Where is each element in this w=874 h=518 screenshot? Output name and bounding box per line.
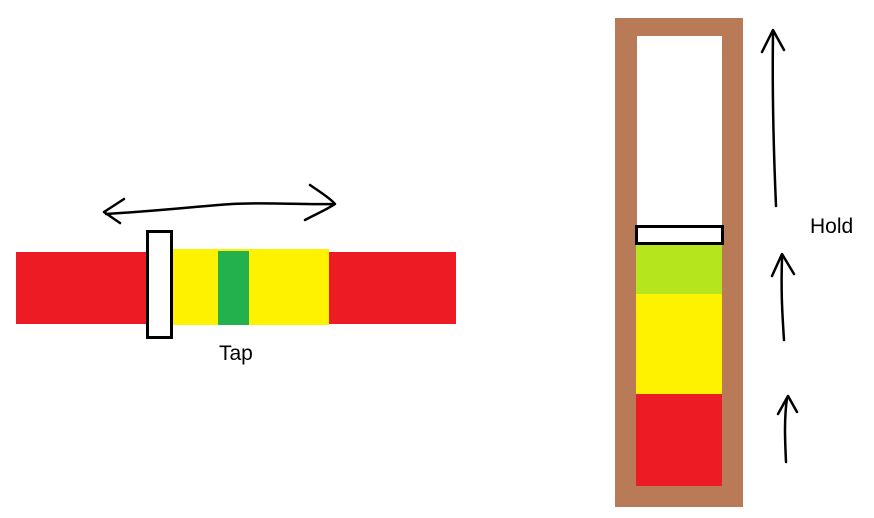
up-arrow-icon [770, 252, 796, 342]
double-arrow-icon [102, 183, 337, 225]
hold-meter-level-marker [635, 225, 724, 245]
hold-label: Hold [810, 215, 854, 238]
tap-meter-green-zone [218, 251, 249, 325]
up-arrow-icon [776, 394, 799, 464]
tap-meter [16, 230, 456, 339]
hold-meter-lime-zone [636, 244, 722, 294]
tap-meter-slider-marker [146, 230, 173, 339]
hold-meter-empty-zone [637, 36, 722, 226]
tap-label: Tap [219, 342, 253, 365]
hold-meter [615, 18, 743, 507]
tap-meter-yellow-zone [170, 249, 329, 325]
hold-meter-yellow-zone [636, 294, 722, 394]
up-arrow-icon [760, 28, 786, 208]
hold-meter-red-zone [636, 394, 722, 486]
